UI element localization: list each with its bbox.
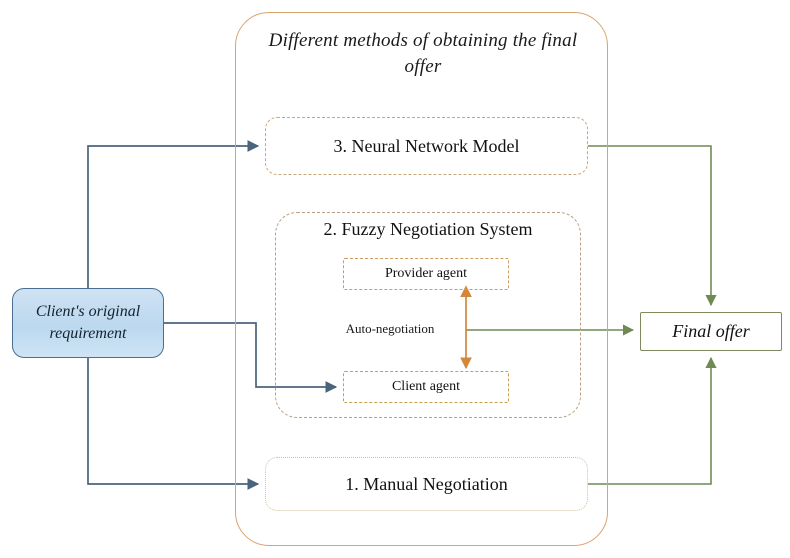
agent-box-provider[interactable]: Provider agent (343, 258, 509, 290)
node-label-client-original-requirement: Client's original requirement (35, 303, 141, 342)
connector-client-to-manual (87, 358, 260, 490)
node-final-offer[interactable]: Final offer (640, 312, 782, 351)
method-label-manual-negotiation: 1. Manual Negotiation (345, 473, 508, 494)
method-box-fuzzy-negotiation[interactable] (275, 212, 581, 418)
method-label-neural-network: 3. Neural Network Model (333, 135, 520, 156)
auto-negotiation-label: Auto-negotiation (345, 321, 435, 336)
method-label-fuzzy-negotiation: 2. Fuzzy Negotiation System (323, 219, 533, 239)
methods-container (235, 12, 608, 546)
method-box-neural-network[interactable]: 3. Neural Network Model (265, 117, 588, 175)
connector-client-to-neural (87, 140, 260, 288)
agent-box-client[interactable]: Client agent (343, 371, 509, 403)
method-box-manual-negotiation[interactable]: 1. Manual Negotiation (265, 457, 588, 511)
agent-label-provider: Provider agent (384, 266, 468, 281)
node-client-original-requirement[interactable]: Client's original requirement (12, 288, 164, 358)
node-label-final-offer: Final offer (672, 321, 750, 341)
container-title: Different methods of obtaining the final… (268, 30, 578, 77)
agent-label-client: Client agent (391, 379, 461, 394)
